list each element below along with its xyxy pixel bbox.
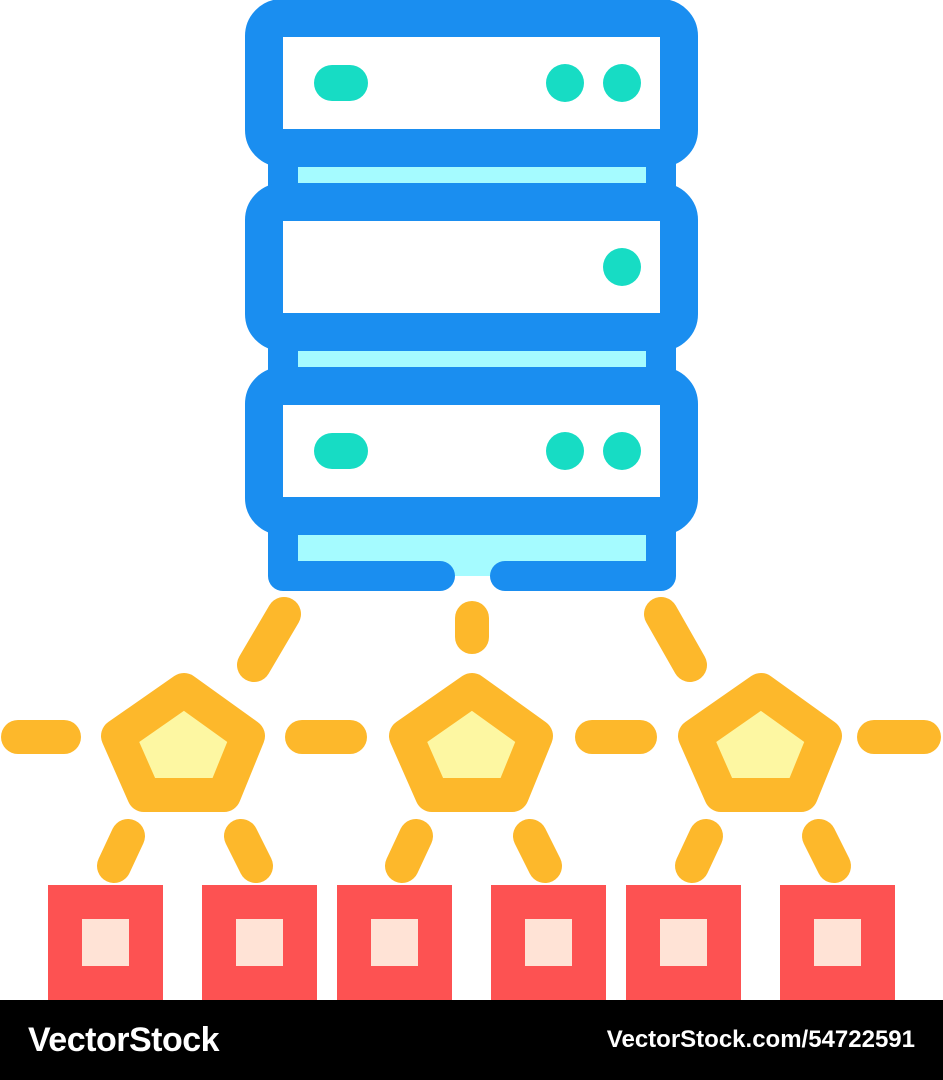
- endpoint-device-icon: [780, 885, 895, 1000]
- endpoint-device-icon: [337, 885, 452, 1000]
- endpoint-device-icon: [48, 885, 163, 1000]
- network-links: [1, 597, 941, 883]
- server-rack-icon: [245, 0, 698, 591]
- brand-logo: VectorStock: [28, 1020, 220, 1059]
- status-led-icon: [546, 432, 584, 470]
- image-id-label: VectorStock.com/54722591: [606, 1026, 915, 1053]
- server-unit-2: [245, 183, 698, 351]
- endpoint-device-icon: [626, 885, 741, 1000]
- network-nodes: [101, 673, 842, 812]
- endpoint-device-icon: [491, 885, 606, 1000]
- network-node-icon: [101, 673, 265, 812]
- watermark-bar: VectorStock VectorStock.com/54722591: [0, 1000, 943, 1080]
- status-led-icon: [603, 248, 641, 286]
- endpoint-devices: [48, 885, 895, 1000]
- server-base: [268, 513, 676, 591]
- status-led-icon: [603, 432, 641, 470]
- server-unit-3: [245, 367, 698, 535]
- illustration: [1, 0, 941, 1000]
- network-node-icon: [678, 673, 842, 812]
- server-unit-1: [245, 0, 698, 167]
- status-led-icon: [546, 64, 584, 102]
- status-led-icon: [603, 64, 641, 102]
- endpoint-device-icon: [202, 885, 317, 1000]
- network-node-icon: [389, 673, 553, 812]
